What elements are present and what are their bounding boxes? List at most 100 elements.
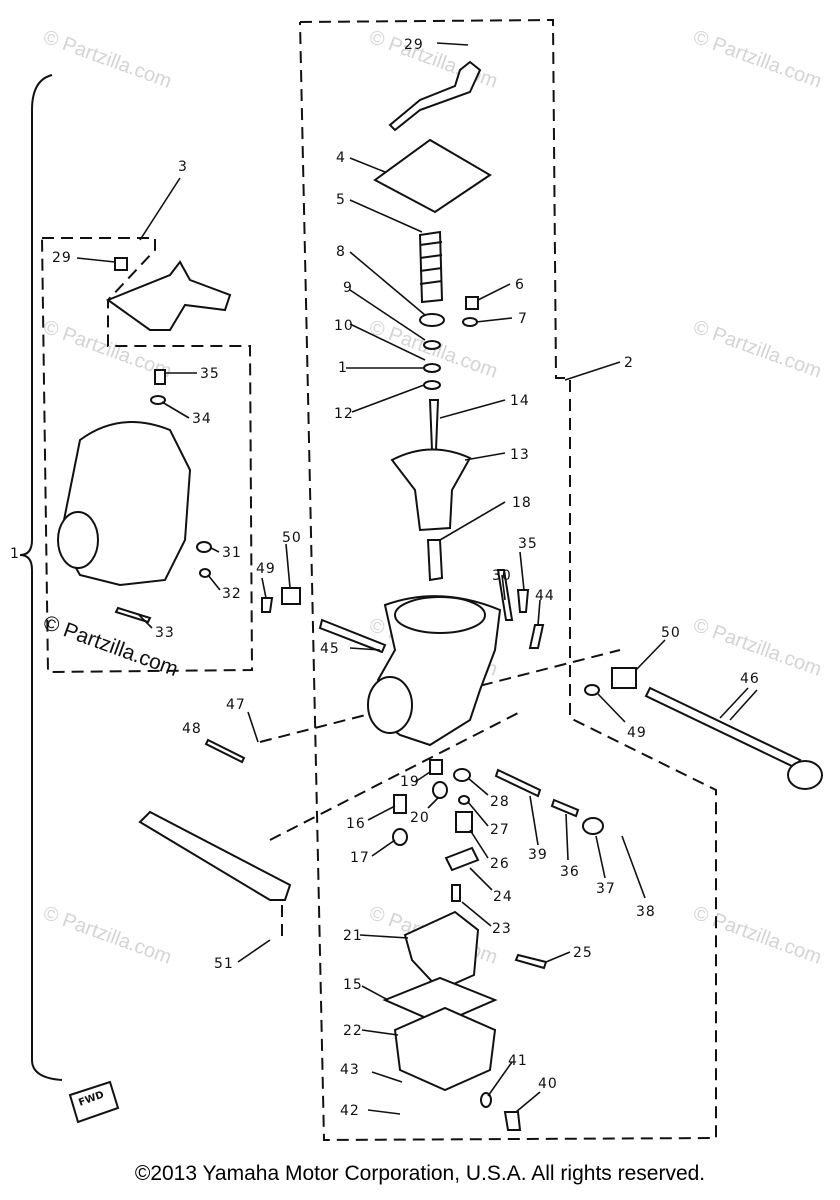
gasket-15: [382, 976, 498, 1026]
bracket-3: [105, 260, 232, 331]
tube-39: [494, 768, 542, 798]
callout-33: 33: [155, 625, 175, 641]
callout-39: 39: [528, 847, 548, 863]
float-bowl-22: [393, 1006, 497, 1092]
leader-lines: [76, 42, 758, 1115]
spring: [418, 230, 444, 304]
watermark: © Partzilla.com: [40, 26, 174, 93]
callout-44: 44: [535, 588, 555, 604]
group-box-2: [299, 18, 717, 1142]
callout-15: 15: [343, 977, 363, 993]
diaphragm-13: [390, 448, 472, 532]
callout-6: 6: [515, 277, 525, 293]
callout-51: 51: [214, 956, 234, 972]
callout-7: 7: [518, 311, 528, 327]
callout-36: 36: [560, 864, 580, 880]
cap-6: [465, 296, 479, 310]
callout-5: 5: [336, 192, 346, 208]
washer-34: [150, 395, 166, 405]
callout-23: 23: [492, 921, 512, 937]
grommet-31: [196, 541, 212, 553]
callout-34: 34: [192, 411, 212, 427]
watermark: © Partzilla.com: [366, 26, 500, 93]
callout-19: 19: [400, 774, 420, 790]
washer-41: [480, 1092, 492, 1108]
clip-10: [423, 340, 441, 350]
callout-22: 22: [343, 1023, 363, 1039]
ring-28: [453, 768, 471, 782]
callout-28: 28: [490, 794, 510, 810]
diaphragm-cover: [373, 138, 492, 214]
valve-26: [455, 811, 473, 833]
callout-35-left: 35: [200, 366, 220, 382]
jet-19: [429, 759, 443, 775]
callout-labels: 29 4 5 8 6 9 7 10 1 2 12 14 13 18 3 29 3…: [10, 37, 760, 1119]
callout-31: 31: [222, 545, 242, 561]
callout-40: 40: [538, 1076, 558, 1092]
screw-44: [528, 624, 545, 649]
callout-25: 25: [573, 945, 593, 961]
callout-43: 43: [340, 1062, 360, 1078]
callout-49-right: 49: [627, 725, 647, 741]
callout-35-mid: 35: [518, 536, 538, 552]
callout-42: 42: [340, 1103, 360, 1119]
callout-47: 47: [226, 697, 246, 713]
screw-35: [516, 589, 530, 613]
washer-49: [584, 684, 600, 696]
callout-30: 30: [492, 568, 512, 584]
screw-37: [582, 817, 604, 835]
callout-50-right: 50: [661, 625, 681, 641]
link-dash: [259, 649, 621, 743]
link-dash: [269, 711, 521, 841]
rod-46: [644, 686, 802, 770]
callout-24: 24: [493, 889, 513, 905]
shaft-45: [318, 618, 387, 654]
grommet-32: [199, 568, 211, 578]
needle-14: [428, 399, 440, 451]
parts: [57, 60, 823, 1131]
o-ring-7: [462, 317, 478, 327]
plate-24: [444, 846, 480, 872]
washer-27: [458, 795, 470, 805]
callout-29-top: 29: [404, 37, 424, 53]
float-21: [403, 910, 480, 992]
washer-9: [419, 313, 445, 327]
spring-coils: [419, 241, 443, 285]
ring-1: [423, 363, 441, 373]
top-bracket: [388, 60, 482, 132]
air-box-mouth: [57, 511, 99, 569]
fwd-tag: [68, 1080, 120, 1124]
screw-48: [204, 738, 246, 764]
pin-49-left: [261, 597, 274, 613]
callout-13: 13: [510, 447, 530, 463]
screw-23: [451, 884, 461, 902]
bolt-35: [154, 369, 166, 385]
callout-41: 41: [508, 1053, 528, 1069]
watermark: © Partzilla.com: [40, 902, 174, 969]
callout-10: 10: [334, 318, 354, 334]
callout-46: 46: [740, 671, 760, 687]
jet-16: [393, 794, 407, 814]
jet-20: [432, 781, 448, 799]
callout-32: 32: [222, 586, 242, 602]
callout-49-left: 49: [256, 561, 276, 577]
callout-20: 20: [410, 810, 430, 826]
clip-50-left: [281, 587, 301, 605]
callout-8: 8: [336, 244, 346, 260]
group-boxes: [40, 18, 717, 1142]
callout-50-left: 50: [282, 530, 302, 546]
piston-18: [426, 539, 444, 582]
callout-48: 48: [182, 721, 202, 737]
clip-50: [611, 667, 637, 689]
jet-17: [392, 828, 408, 846]
callout-38: 38: [636, 904, 656, 920]
callout-17: 17: [350, 850, 370, 866]
callout-1-bracket: 1: [10, 546, 20, 562]
screw-36: [550, 798, 580, 818]
callout-27: 27: [490, 822, 510, 838]
top-gasket: [394, 596, 486, 634]
watermark: © Partzilla.com: [690, 26, 824, 93]
callout-21: 21: [343, 928, 363, 944]
copyright-notice: ©2013 Yamaha Motor Corporation, U.S.A. A…: [134, 1162, 706, 1185]
